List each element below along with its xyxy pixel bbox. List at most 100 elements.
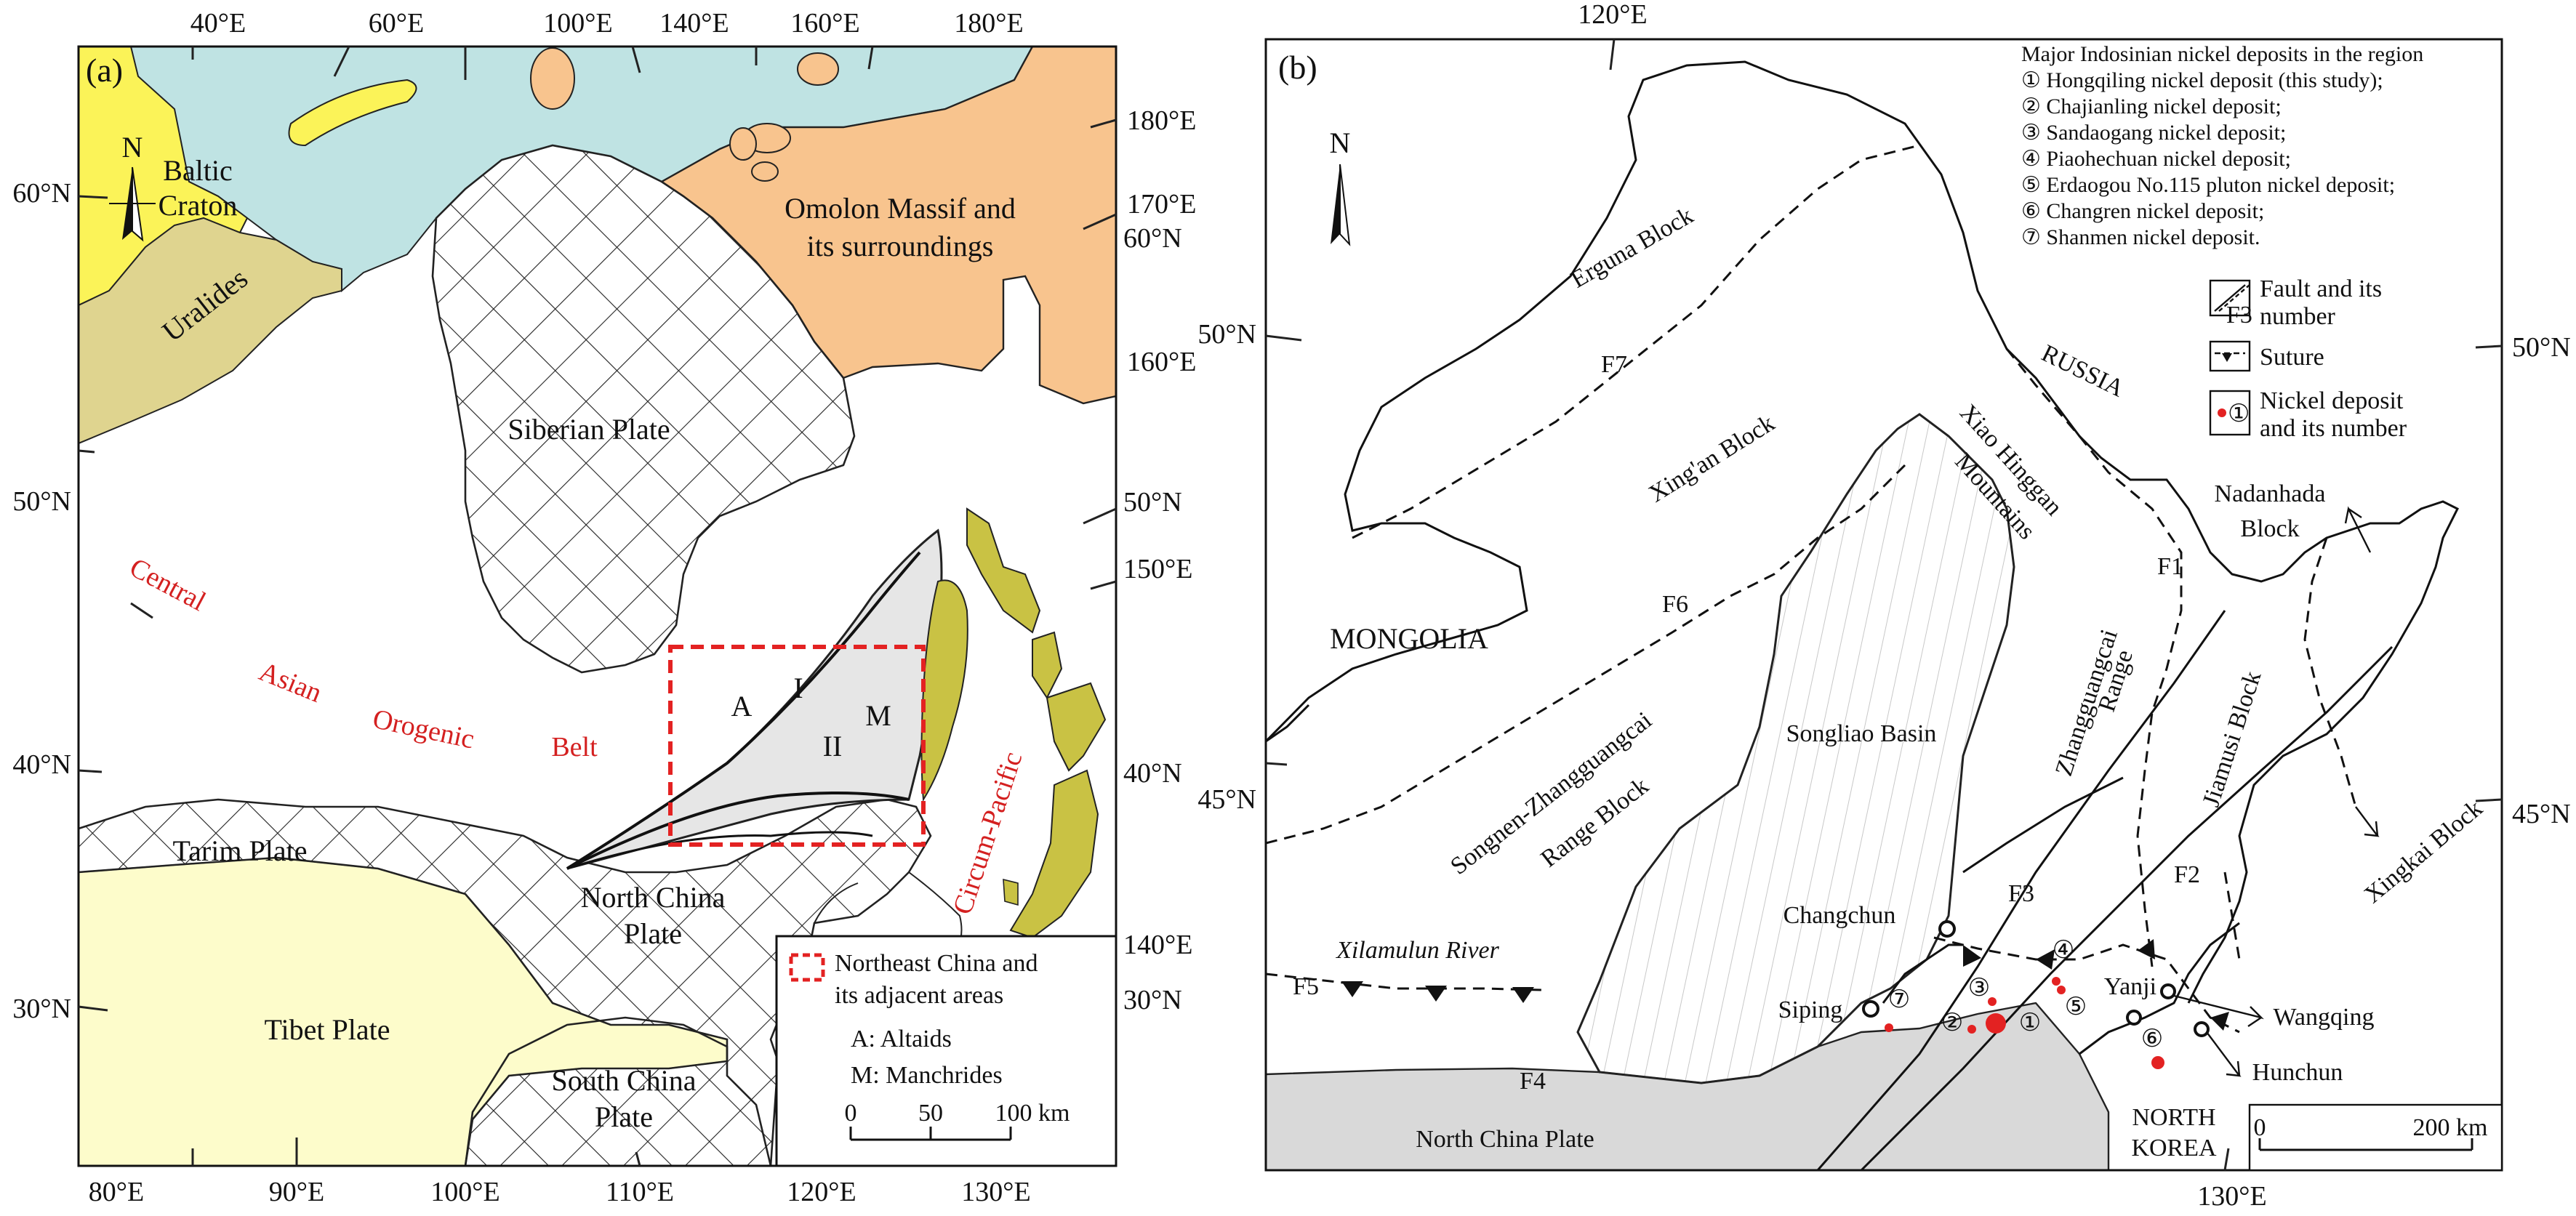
panel-a-right-tick: 140°E [1123, 930, 1192, 960]
panel-b-legend: F3 Fault and its number Suture ① Nickel … [2209, 275, 2407, 442]
nadanhada-label: Block [2240, 515, 2299, 542]
legend-box-label: its adjacent areas [835, 982, 1003, 1009]
nadanhada-label: Nadanhada [2215, 480, 2326, 507]
panel-a-ticks [78, 46, 1117, 1167]
yanji-label: Yanji [2104, 973, 2156, 1000]
legend-box-label: Northeast China and [835, 950, 1038, 977]
panel-b-frame [1264, 38, 2503, 1172]
panel-a-top-tick: 40°E [190, 8, 246, 39]
panel-a-bottom-tick: 130°E [961, 1177, 1030, 1207]
north-china-plate-label: Plate [624, 917, 682, 950]
panel-a-left-tick: 30°N [12, 994, 71, 1024]
legend-manchrides: M: Manchrides [851, 1062, 1003, 1089]
fault-f1 [2005, 348, 2183, 967]
hunchun-label: Hunchun [2252, 1059, 2343, 1086]
panel-b: 120°E 130°E 50°N 45°N 50°N 45°N (b) N Ma… [1197, 0, 2570, 1212]
legend-fault-label: Fault and its [2260, 275, 2382, 302]
panel-a-legend: Northeast China and its adjacent areas A… [775, 935, 1118, 1167]
changchun-label: Changchun [1783, 902, 1896, 929]
panel-a-right-tick: 170°E [1127, 189, 1196, 220]
panel-a-top-tick: 60°E [369, 8, 424, 39]
nickel-deposit-marker [2151, 1056, 2164, 1069]
siping-label: Siping [1778, 996, 1843, 1023]
panel-a: 40°E 60°E 100°E 140°E 160°E 180°E 60°N 5… [12, 8, 1196, 1207]
fault-f7 [1352, 144, 1920, 539]
nickel-deposit-marker [1988, 997, 1997, 1006]
panel-a-right-tick: 60°N [1123, 223, 1182, 254]
suture-line [566, 551, 921, 870]
siberian-plate-label: Siberian Plate [507, 413, 670, 446]
fault-dashed [2223, 871, 2241, 960]
city-yanji [2160, 983, 2176, 999]
nadanhada-arrow [2344, 506, 2372, 553]
scale-label: 0 [845, 1100, 857, 1127]
mongolia-label: MONGOLIA [1330, 622, 1488, 655]
panel-a-bottom-tick: 120°E [787, 1177, 856, 1207]
panel-b-bottom-tick: 130°E [2197, 1181, 2266, 1212]
orange-island [530, 47, 575, 110]
nickel-deposit-marker [2057, 986, 2066, 994]
legend-nickel-label: Nickel deposit [2260, 387, 2404, 414]
coastline [814, 882, 859, 924]
craton-label: Craton [159, 189, 238, 222]
panel-a-bottom-tick: 90°E [269, 1177, 324, 1207]
legend-suture-label: Suture [2260, 344, 2324, 371]
panel-b-right-tick: 45°N [2512, 799, 2571, 829]
orange-island [729, 127, 757, 161]
songliao-basin-region [1576, 413, 2015, 1084]
omolon-label: its surroundings [807, 230, 994, 262]
deposit-number: ④ [2053, 937, 2074, 964]
block-i-letter: I [793, 672, 803, 704]
study-area-box [668, 645, 926, 847]
deposit-list-item: ⑥ Changren nickel deposit; [2021, 199, 2264, 223]
yellow-island [288, 78, 417, 147]
north-label: N [122, 131, 143, 164]
deposit-list-item: ④ Piaohechuan nickel deposit; [2021, 147, 2291, 171]
nickel-deposit-marker [2052, 977, 2061, 986]
belt-label: Belt [551, 732, 598, 762]
panel-a-top-tick: 160°E [790, 8, 859, 39]
suture-line [566, 792, 910, 870]
scale-zero-label: 0 [2254, 1114, 2266, 1141]
panel-a-top-tick: 180°E [954, 8, 1023, 39]
north-label: N [1330, 126, 1351, 159]
deposit-list-item: ② Chajianling nickel deposit; [2021, 94, 2282, 118]
fault-f3 [1816, 610, 2226, 1170]
panel-b-scale-bar: 0 200 km [2248, 1103, 2503, 1172]
altaids-letter: A [731, 690, 753, 722]
olive-terrane [1003, 878, 1019, 906]
orange-island [751, 161, 779, 182]
panel-a-frame [77, 45, 1118, 1167]
panel-a-bottom-tick: 110°E [606, 1177, 674, 1207]
deposit-number: ⑦ [1888, 986, 1910, 1013]
orange-island [797, 52, 839, 86]
legend-fault-label: number [2260, 303, 2336, 330]
olive-terrane [1046, 682, 1107, 772]
north-korea-label: NORTH [2132, 1104, 2215, 1131]
mongolia-boundary [1266, 704, 1310, 743]
legend-nickel-label: and its number [2260, 415, 2407, 442]
panel-a-left-tick: 60°N [12, 178, 71, 209]
panel-a-right-tick: 30°N [1123, 985, 1182, 1015]
panel-b-ticks [1265, 39, 2503, 1171]
central-block-outline [1882, 943, 1963, 1004]
fault-f6 [1266, 464, 1906, 845]
fault-solid [1962, 776, 2124, 874]
baltic-label: Baltic [163, 154, 233, 187]
xingkai-arrow [2355, 806, 2380, 837]
wangqing-label: Wangqing [2274, 1004, 2375, 1031]
panel-a-right-tick: 50°N [1123, 487, 1182, 518]
nickel-deposit-marker [1885, 1023, 1893, 1032]
songliao-basin-label: Songliao Basin [1786, 720, 1937, 747]
panel-b-top-tick: 120°E [1578, 0, 1647, 30]
deposit-number: ⑥ [2141, 1026, 2163, 1052]
city-siping [1862, 1000, 1879, 1018]
suture-f5 [1266, 973, 1542, 991]
nickel-deposit-marker [1986, 1013, 2006, 1034]
scale-label: 100 km [995, 1100, 1070, 1127]
south-china-plate-outline [464, 1016, 772, 1166]
panel-a-left-tick: 40°N [12, 749, 71, 780]
south-china-plate-label: Plate [595, 1100, 653, 1133]
nickel-deposit-marker [1967, 1025, 1976, 1034]
